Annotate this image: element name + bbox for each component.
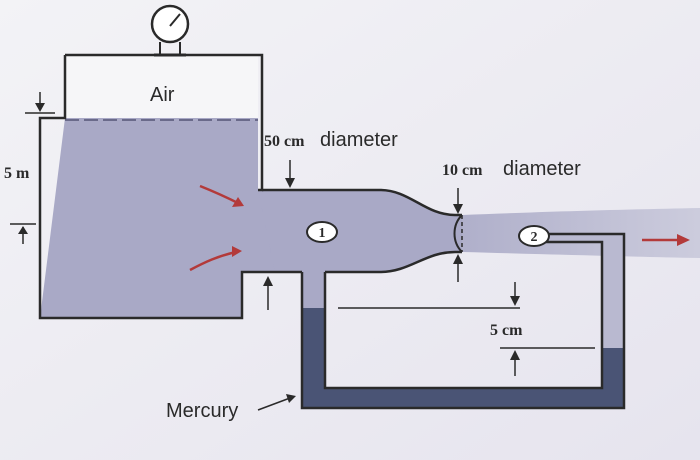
tank-outline	[38, 55, 302, 320]
big-diameter-value: 50 cm	[264, 133, 305, 150]
air-label: Air	[150, 84, 175, 106]
tank-water	[40, 118, 275, 318]
pipe-outline-top	[262, 188, 462, 217]
dimension-arrow-icon	[263, 276, 273, 286]
pipe-water	[258, 190, 462, 272]
svg-text:2: 2	[531, 230, 538, 245]
small-diameter-value: 10 cm	[442, 162, 483, 179]
height-label: 5 m	[4, 165, 30, 182]
section-1-marker: 1	[306, 221, 338, 243]
mercury-pointer	[257, 394, 296, 411]
small-diameter-arrows	[453, 188, 463, 282]
throat-section	[453, 214, 463, 253]
dimension-arrow-icon	[285, 178, 295, 188]
mercury-label: Mercury	[166, 400, 238, 422]
manometer-water-left	[302, 272, 325, 308]
svg-text:1: 1	[319, 226, 326, 241]
dimension-arrow-icon	[18, 226, 28, 234]
manometer-outline-outer	[300, 232, 626, 410]
big-diameter-arrows	[263, 160, 295, 310]
pressure-gauge-icon	[150, 4, 190, 57]
big-diameter-word: diameter	[320, 129, 398, 151]
tank-air	[65, 55, 258, 118]
dimension-arrow-icon	[453, 254, 463, 264]
dimension-arrow-icon	[453, 204, 463, 214]
manometer-arrows	[510, 282, 520, 376]
height-dimension	[10, 92, 55, 244]
manometer-reading: 5 cm	[490, 322, 523, 339]
dimension-arrow-icon	[35, 103, 45, 112]
dimension-arrow-icon	[510, 296, 520, 306]
flow-arrow-icon	[189, 184, 690, 272]
dimension-arrow-icon	[510, 350, 520, 360]
small-diameter-word: diameter	[503, 158, 581, 180]
section-2-marker: 2	[518, 225, 550, 247]
pipe-outline-bottom	[325, 250, 462, 274]
manometer-outline-inner	[323, 240, 604, 390]
